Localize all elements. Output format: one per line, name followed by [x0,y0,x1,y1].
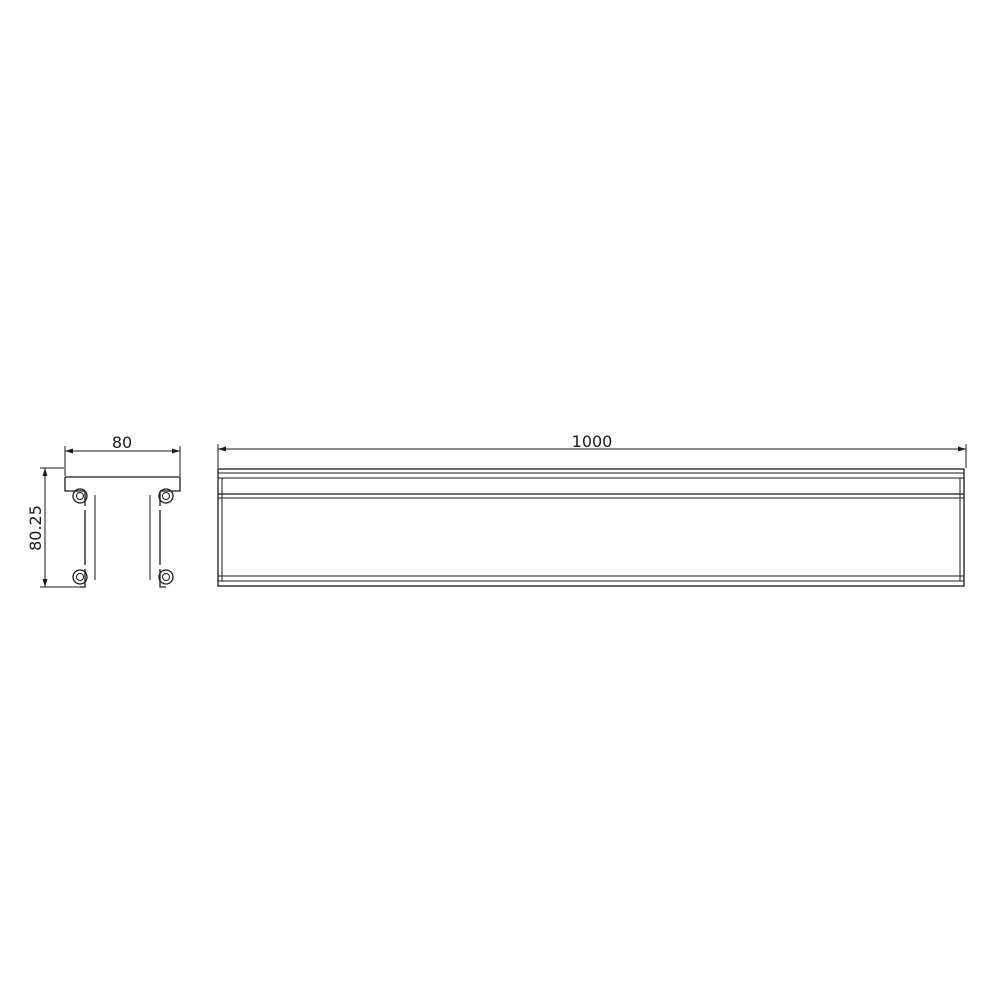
width-dimension-label: 80 [112,433,132,452]
height-dimension: 80.25 [26,467,80,588]
hole-bottom-left [72,569,88,585]
hole-top-right [158,488,174,504]
side-view-outline [217,468,965,587]
hole-top-left [72,488,88,504]
length-dimension-label: 1000 [572,432,613,451]
width-dimension: 80 [64,433,181,476]
length-dimension: 1000 [217,432,967,468]
end-view [64,476,181,588]
side-view [217,468,965,587]
hole-bottom-right [158,569,174,585]
end-view-left-leg [80,491,86,588]
height-dimension-label: 80.25 [26,505,45,551]
